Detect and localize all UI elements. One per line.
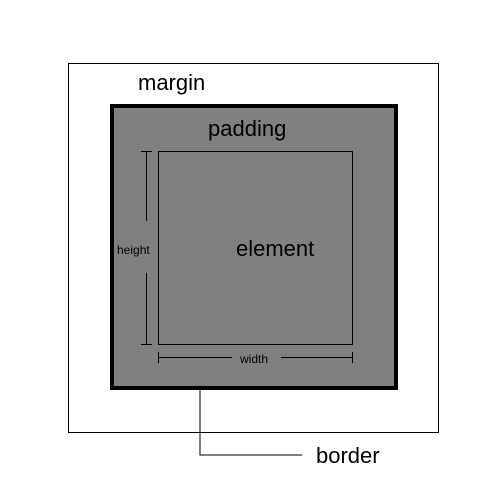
border-label: border <box>316 443 380 468</box>
element-label: element <box>236 236 314 261</box>
height-label: height <box>117 243 150 257</box>
margin-label: margin <box>138 70 205 95</box>
border-callout-line <box>199 390 302 456</box>
width-dimension <box>158 352 353 363</box>
element-box <box>158 151 353 345</box>
height-dimension <box>141 151 152 345</box>
padding-label: padding <box>208 116 286 141</box>
width-label: width <box>239 352 268 366</box>
